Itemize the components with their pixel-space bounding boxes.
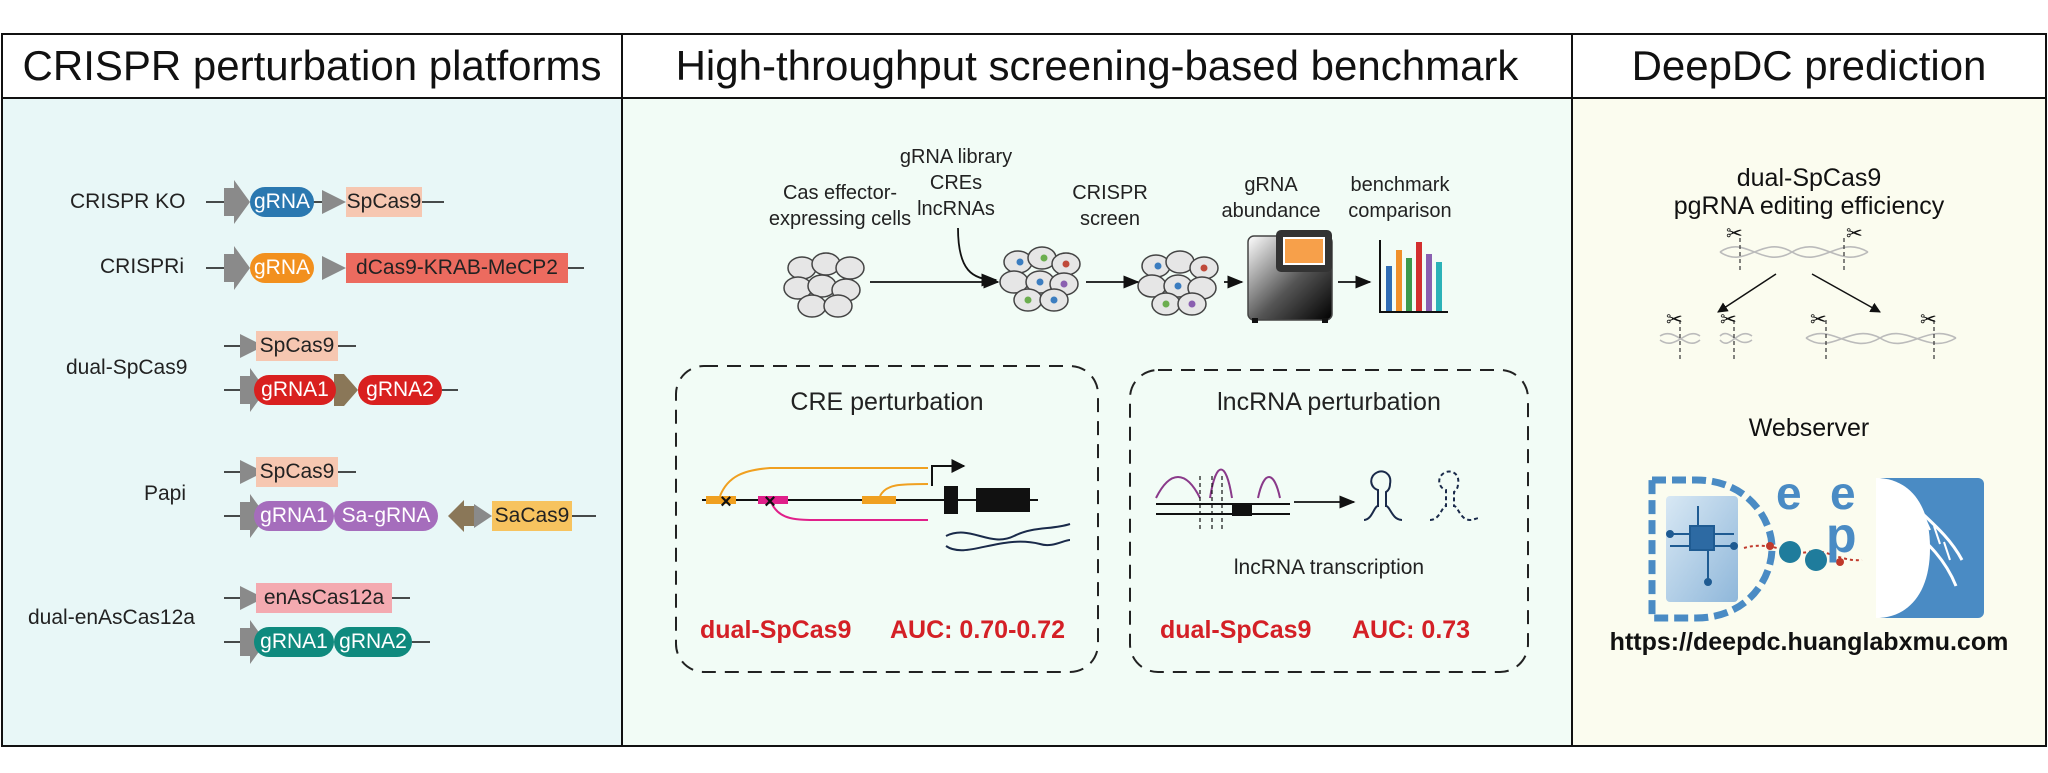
- platform-label-ko: CRISPR KO: [70, 190, 186, 213]
- construct-graphics: [206, 201, 596, 643]
- scissors-icon: ✂: [1726, 221, 1743, 245]
- promoter-icon: [224, 246, 250, 290]
- edited-cell-cluster-icon: [999, 246, 1081, 312]
- cre-auc: AUC: 0.70-0.72: [890, 616, 1066, 644]
- promoter-icon: [322, 256, 346, 280]
- cre-schematic: × ×: [702, 459, 1071, 552]
- deepdc-logo: [1648, 476, 1984, 622]
- platform-label-papi: Papi: [144, 482, 187, 505]
- scissors-icons: ✂ ✂ ✂ ✂ ✂ ✂: [1666, 221, 1937, 331]
- webserver-url-link[interactable]: https://deepdc.huanglabxmu.com: [1609, 628, 2009, 656]
- prediction-header: DeepDC prediction: [1631, 42, 1987, 89]
- platform-label-dual-enascas12a: dual-enAsCas12a: [28, 606, 195, 629]
- grna1-pill: gRNA1: [254, 627, 334, 657]
- lncrna-subtitle: lncRNA transcription: [1233, 556, 1425, 579]
- logo-letter-p: p: [1826, 507, 1857, 563]
- promoter-arrows: [224, 180, 346, 664]
- lncrna-title: lncRNA perturbation: [1217, 388, 1441, 416]
- promoter-icon: [334, 374, 358, 406]
- cells-label: Cas effector- expressing cells: [768, 182, 912, 230]
- cas-box: SpCas9: [346, 187, 422, 217]
- logo-letter-e2: e: [1830, 467, 1856, 519]
- abundance-label: gRNA abundance: [1221, 174, 1321, 222]
- cut-site-lines: [1679, 238, 1935, 360]
- workflow-arrows: [870, 227, 1372, 289]
- promoter-icon: [240, 460, 264, 484]
- promoter-icon: [240, 586, 264, 610]
- grna1-pill: gRNA1: [254, 375, 336, 405]
- grna1-pill: gRNA1: [254, 501, 334, 531]
- screened-cell-cluster-icon: [1137, 250, 1219, 316]
- scissors-icon: ✂: [1846, 221, 1863, 245]
- grna-pill: gRNA: [250, 253, 314, 283]
- grna-pill: gRNA: [250, 187, 314, 217]
- cut-site-icon: ×: [720, 491, 732, 513]
- prediction-panel-bg: [1572, 98, 2046, 746]
- cre-perturbation-box: [675, 365, 1099, 673]
- webserver-label: Webserver: [1748, 414, 1870, 442]
- reverse-promoter-icon: [448, 500, 474, 532]
- prediction-title: dual-SpCas9 pgRNA editing efficiency: [1673, 164, 1945, 220]
- library-label: gRNA library CREs lncRNAs: [899, 146, 1013, 220]
- platform-label-dual-spcas9: dual-SpCas9: [66, 356, 188, 379]
- sa-grna-pill: Sa-gRNA: [334, 501, 438, 531]
- promoter-icon: [240, 368, 266, 412]
- promoter-icon: [240, 494, 266, 538]
- benchmark-label: benchmark comparison: [1348, 174, 1452, 222]
- promoter-icon: [224, 180, 250, 224]
- logo-D-outline: [1648, 476, 1776, 622]
- scissors-icon: ✂: [1720, 307, 1737, 331]
- cas-box: SpCas9: [256, 457, 338, 487]
- cre-title: CRE perturbation: [790, 388, 984, 416]
- benchmark-bar-chart-icon: [1379, 240, 1448, 313]
- grna2-pill: gRNA2: [358, 375, 442, 405]
- promoter-icon: [474, 504, 492, 528]
- scissors-icon: ✂: [1810, 307, 1827, 331]
- screen-label: CRISPR screen: [1072, 182, 1148, 230]
- panel-frame: [1, 33, 2047, 747]
- sacas9-box: SaCas9: [492, 501, 572, 531]
- cas-box: SpCas9: [256, 331, 338, 361]
- lncrna-perturbation-box: [1129, 369, 1529, 673]
- scissors-icon: ✂: [1666, 307, 1683, 331]
- cre-system: dual-SpCas9: [700, 616, 852, 644]
- lncrna-schematic: [1155, 468, 1481, 532]
- scissors-icon: ✂: [1920, 307, 1937, 331]
- promoter-icon: [240, 334, 264, 358]
- grna2-pill: gRNA2: [334, 627, 412, 657]
- sequencer-icon: [1247, 230, 1333, 323]
- lncrna-auc: AUC: 0.73: [1352, 616, 1471, 644]
- lncrna-system: dual-SpCas9: [1160, 616, 1312, 644]
- platform-label-crispri: CRISPRi: [100, 255, 185, 278]
- cas-box: enAsCas12a: [256, 583, 392, 613]
- promoter-icon: [240, 620, 266, 664]
- logo-letter-e1: e: [1776, 467, 1802, 519]
- cut-site-icon: ×: [764, 491, 776, 513]
- benchmark-header: High-throughput screening-based benchmar…: [675, 42, 1519, 89]
- cell-cluster-icon: [783, 252, 865, 318]
- split-arrows: [1717, 273, 1881, 313]
- platforms-header: CRISPR perturbation platforms: [22, 42, 602, 89]
- promoter-icon: [322, 190, 346, 214]
- cas-box: dCas9-KRAB-MeCP2: [346, 253, 568, 283]
